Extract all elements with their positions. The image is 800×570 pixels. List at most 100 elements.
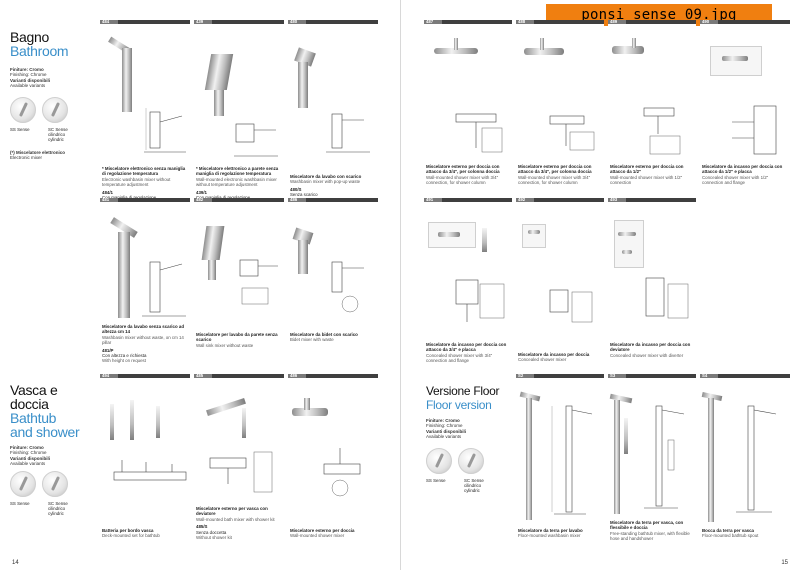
faucet-spout-icon [214, 90, 224, 116]
product-code: 486 [290, 197, 298, 202]
sub-it: Senza scarico [290, 192, 318, 198]
page-number-right: 15 [781, 560, 788, 566]
desc-it: Miscelatore da terra per lavabo [518, 528, 583, 533]
product-code: 482 [196, 197, 204, 202]
variants-label-it: Varianti disponibili [426, 428, 467, 434]
product-cell-s4[interactable]: S4 Bocca da terra per vasca Floor-mounte… [700, 373, 790, 546]
desc-it: Miscelatore da bidet con scarico [290, 332, 358, 337]
product-cell-439[interactable]: 439 * Miscelatore elettronico a parete s… [194, 19, 284, 205]
electronic-note-en: Electronic mixer [10, 155, 43, 161]
product-cell-486-shower[interactable]: 486 Miscelatore esterno per doccia Wall-… [288, 373, 378, 546]
variant-sc-swatch[interactable] [458, 447, 484, 474]
desc-en: Bidet mixer with waste [290, 337, 334, 343]
handshower-icon [624, 418, 628, 454]
desc-it: Miscelatore da terra per vasca, con fles… [610, 520, 684, 531]
flange-plate-icon [522, 224, 546, 248]
section-title-it: Vasca e doccia [10, 382, 58, 412]
product-cell-486[interactable]: 486 Miscelatore da bidet con scarico Bid… [288, 197, 378, 368]
desc-en: Concealed shower mixer with 1/2" connect… [702, 174, 769, 186]
technical-drawing-icon [645, 277, 689, 319]
mixer-handle-icon [304, 398, 310, 410]
desc-en: Floor-mounted bathtub spout [702, 533, 759, 539]
finish-label-en: Finishing: Chrome [10, 72, 47, 78]
sub-it: Con maniglia di regolazione [102, 195, 190, 200]
mixer-handle-icon [632, 38, 636, 48]
variant-ss-swatch[interactable] [10, 96, 36, 123]
desc-it: * Miscelatore elettronico a parete senza… [196, 166, 279, 177]
finish-label-it: Finiture: Cromo [426, 418, 460, 423]
faucet-body-icon [298, 62, 308, 108]
desc-en: Concealed shower mixer with diverter [610, 352, 684, 358]
technical-drawing-icon [455, 279, 505, 322]
electronic-note: (*) Miscelatore elettronico Electronic m… [10, 150, 94, 161]
product-cell-482[interactable]: 482 Miscelatore per lavabo da parete sen… [194, 197, 284, 368]
desc-it: Miscelatore esterno per vasca con deviat… [196, 506, 268, 517]
product-cell-488[interactable]: 488 Miscelatore esterno per doccia con a… [516, 19, 604, 192]
technical-drawing-icon [732, 105, 777, 155]
variant-swatches [426, 447, 510, 474]
desc-it: Miscelatore esterno per doccia con attac… [610, 164, 684, 175]
product-cell-490[interactable]: 490 Miscelatore da incasso per doccia co… [700, 19, 790, 192]
bath-mixer-icon [206, 397, 246, 417]
product-code: 494 [102, 373, 110, 378]
desc-en: Wall-mounted shower mixer [290, 533, 345, 539]
product-code: 481 [102, 197, 110, 202]
variant-sc-swatch[interactable] [42, 470, 68, 497]
desc-it: Miscelatore esterno per doccia con attac… [518, 164, 592, 175]
technical-drawing-icon [239, 259, 278, 305]
variant-ss-swatch[interactable] [10, 470, 36, 497]
product-cell-481[interactable]: 481 Miscelatore da lavabo senza scarico … [100, 197, 190, 368]
product-cell-492[interactable]: 492 Miscelatore da incasso per doccia Co… [516, 197, 604, 368]
sub-en: Without shower kit [196, 535, 232, 541]
product-cell-491[interactable]: 491 Miscelatore da incasso per doccia co… [424, 197, 512, 368]
product-code: 484 [102, 19, 110, 24]
product-code: S4 [702, 373, 708, 378]
technical-drawing-icon [643, 107, 681, 155]
desc-it: Bocca da terra per vasca [702, 528, 754, 533]
desc-it: Miscelatore esterno per doccia con attac… [426, 164, 500, 175]
section-title-it: Versione Floor [426, 384, 500, 398]
variants-label-en: Available variants [426, 434, 462, 440]
product-cell-487[interactable]: 487 Miscelatore esterno per doccia con a… [424, 19, 512, 192]
desc-en: Washbasin mixer without waste, on cm 14 … [102, 334, 184, 346]
variants-label-it: Varianti disponibili [10, 77, 51, 83]
variant-ss-swatch[interactable] [426, 447, 452, 474]
technical-drawing-icon [326, 113, 370, 153]
faucet-body-icon [118, 232, 130, 318]
variants-label-en: Available variants [10, 83, 46, 89]
product-cell-s3[interactable]: S3 Miscelatore da terra per vasca, con f… [608, 373, 696, 546]
product-cell-s2[interactable]: S2 Miscelatore da terra per lavabo Floor… [516, 373, 604, 546]
desc-it: Miscelatore da incasso per doccia con at… [702, 164, 783, 175]
section-bathroom: Bagno Bathroom Finiture: Cromo Finishing… [10, 30, 94, 160]
swatch-label-sc: SC Sense cilindrico cylindric [48, 500, 68, 516]
section-title-en: Bathroom [10, 43, 69, 59]
desc-it: Miscelatore da lavabo senza scarico ad a… [102, 324, 184, 335]
product-cell-493[interactable]: 493 Miscelatore da incasso per doccia co… [608, 197, 696, 368]
product-cell-480[interactable]: 480 Miscelatore da lavabo con scarico Wa… [288, 19, 378, 203]
page-divider [400, 0, 401, 570]
product-cell-485[interactable]: 485 Miscelatore esterno per vasca con de… [194, 373, 284, 546]
electronic-note-it: (*) Miscelatore elettronico [10, 149, 66, 155]
faucet-spout-icon [208, 260, 216, 280]
product-description: Bocca da terra per vasca Floor-mounted b… [702, 528, 790, 539]
shower-mixer-icon [612, 46, 644, 54]
section-title-en: Bathtub and shower [10, 410, 80, 440]
swatch-labels: SS Sense SC Sense cilindrico cylindric [10, 127, 94, 142]
finish-label-it: Finiture: Cromo [10, 67, 44, 72]
finish-label: Finiture: Cromo Finishing: Chrome Varian… [10, 67, 94, 89]
flange-plate-icon [710, 46, 762, 76]
product-description: Batteria per bordo vasca Deck-mounted se… [102, 528, 190, 539]
product-cell-484[interactable]: 484 * Miscelatore elettronico senza mani… [100, 19, 190, 205]
product-code: 490 [702, 19, 710, 24]
desc-en: Wall-mounted shower mixer with 1/2" conn… [610, 174, 683, 186]
product-description: Miscelatore da lavabo senza scarico ad a… [102, 324, 190, 364]
product-cell-489[interactable]: 489 Miscelatore esterno per doccia con a… [608, 19, 696, 192]
swatch-label-sc: SC Sense cilindrico cylindric [48, 126, 68, 142]
product-cell-494[interactable]: 494 Batteria per bordo vasca Deck-mounte… [100, 373, 190, 546]
desc-en: Concealed shower mixer with 3/4" connect… [426, 352, 493, 364]
section-title-en: Floor version [426, 398, 492, 412]
desc-en: Wall-mounted electronic washbasin mixer … [196, 176, 277, 188]
variant-sc-swatch[interactable] [42, 96, 68, 123]
floor-column-icon [526, 398, 532, 520]
technical-drawing-icon [331, 261, 364, 313]
